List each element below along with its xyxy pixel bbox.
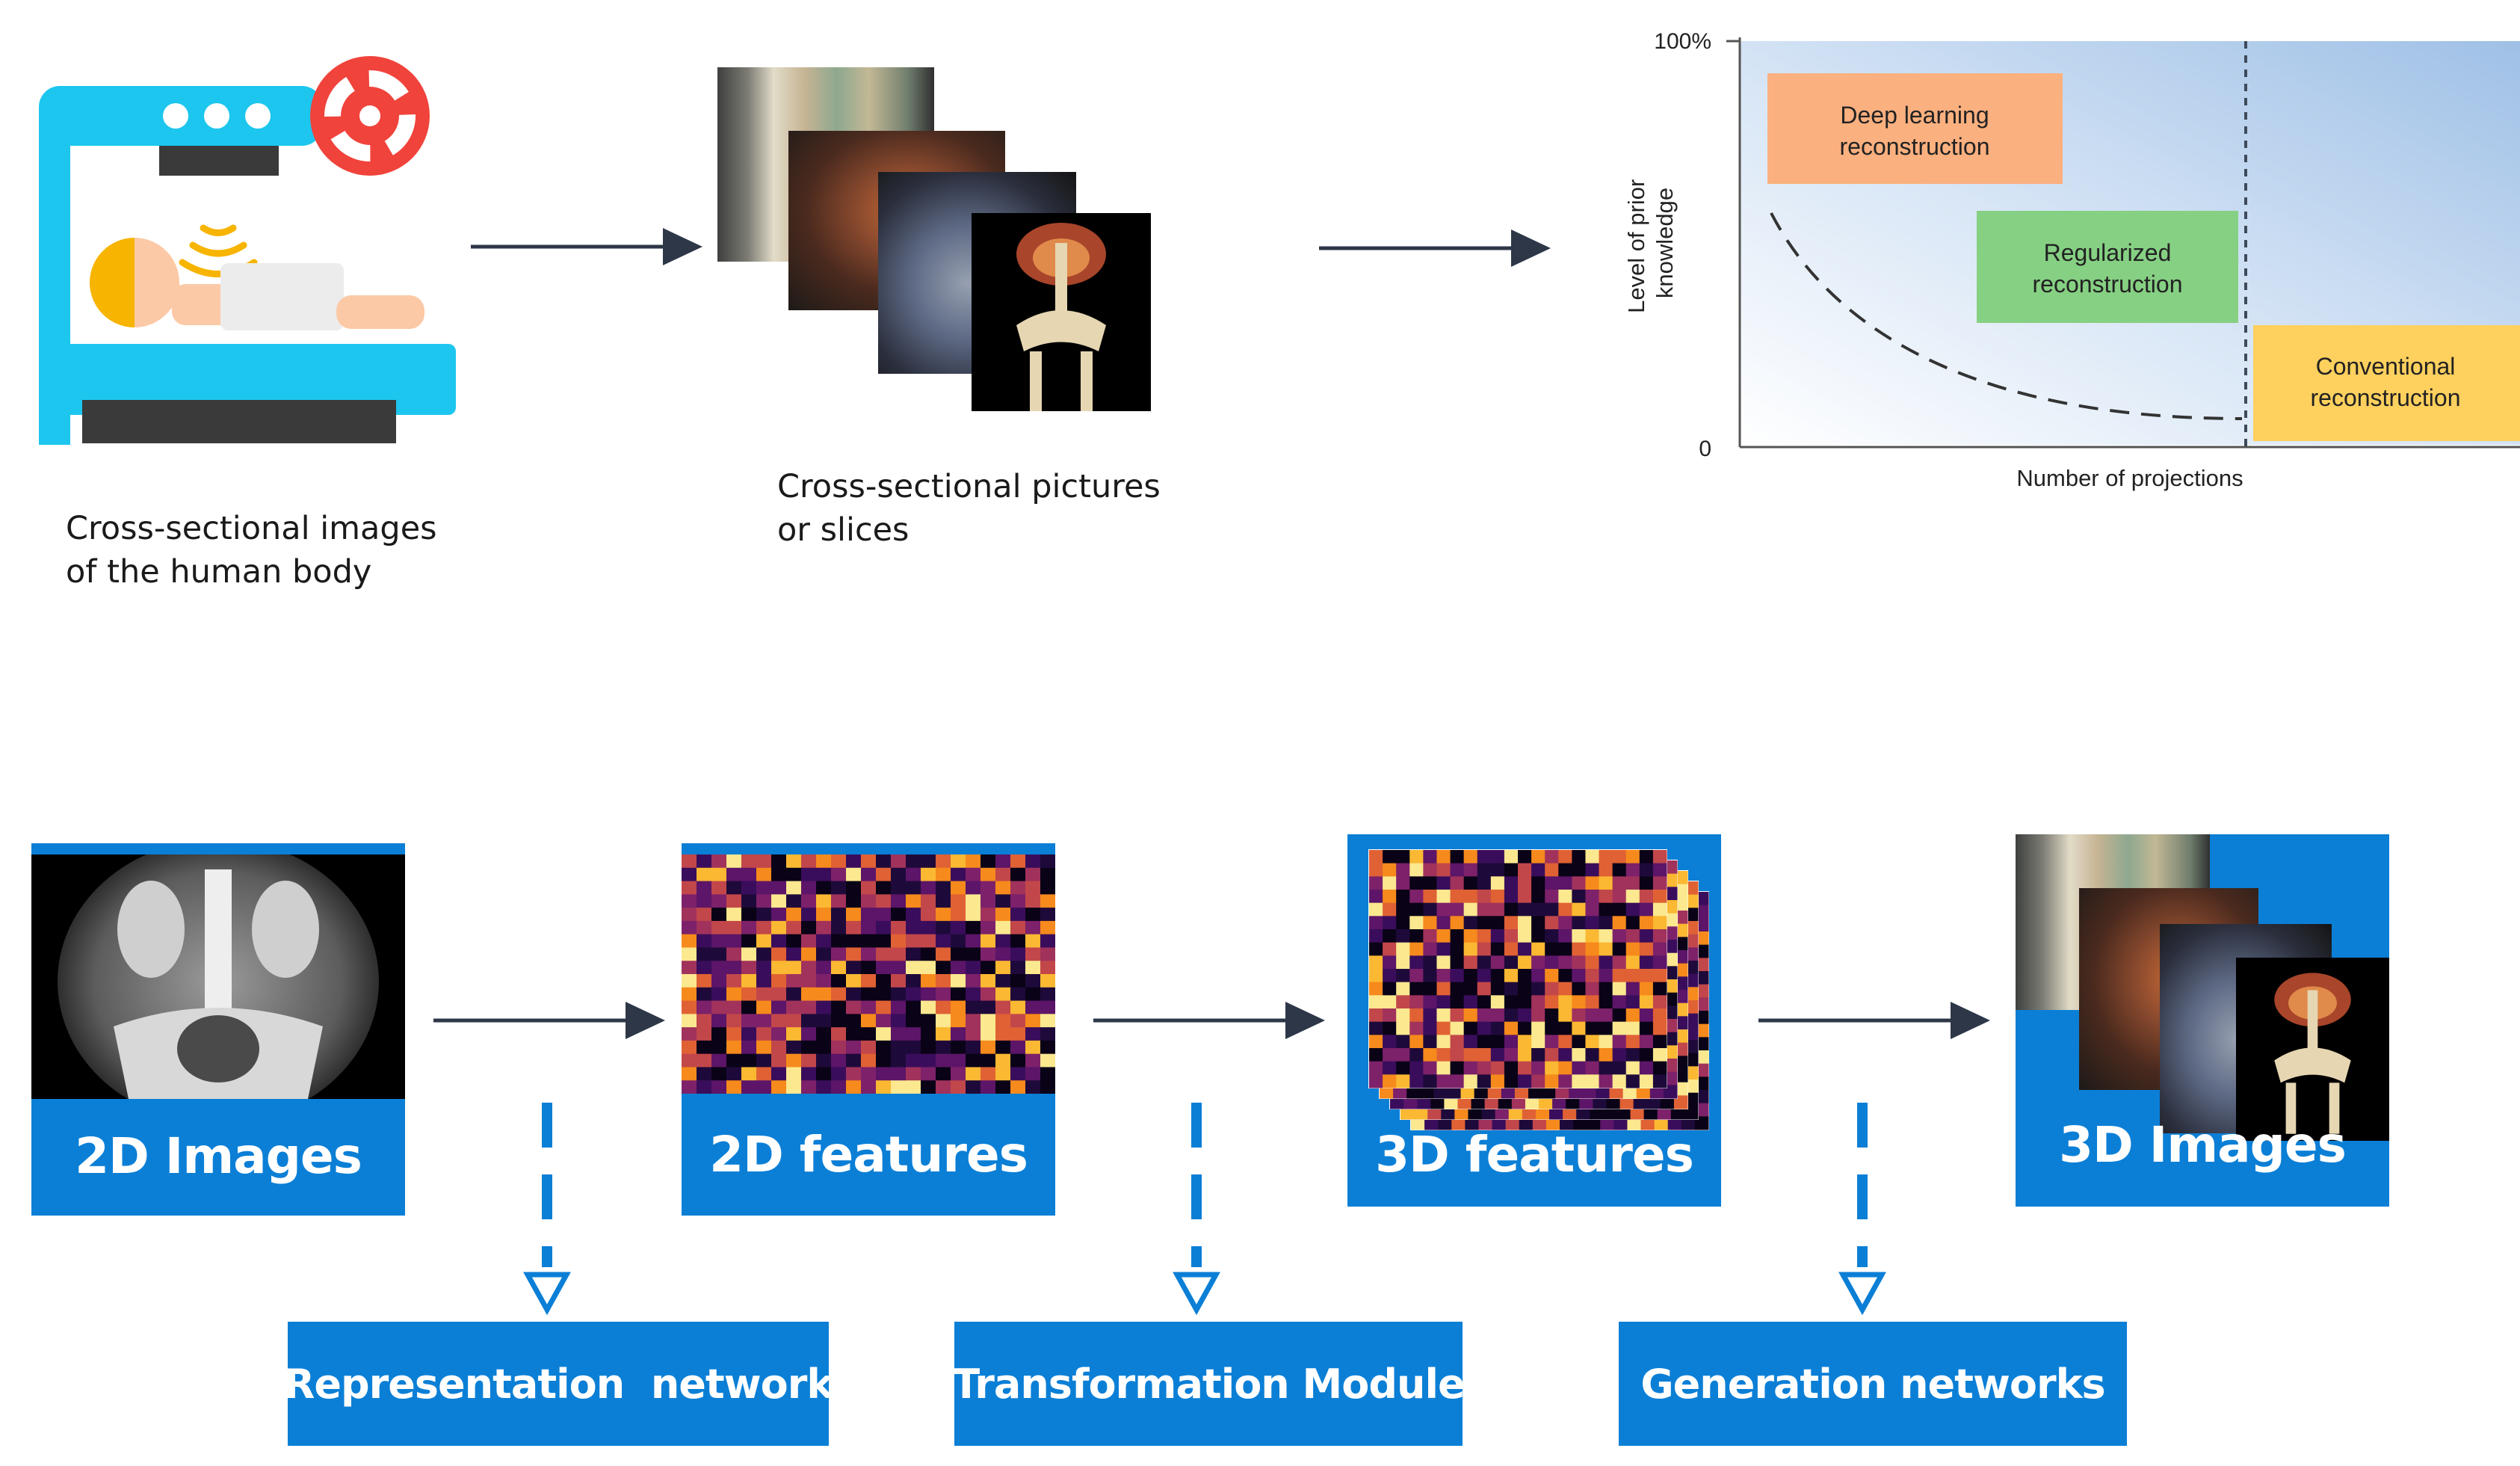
stage-2d-images: 2D Images [31, 843, 405, 1216]
generation-networks-box: Generation networks [1619, 1322, 2127, 1446]
ct-scanner-illustration [39, 56, 456, 445]
representation-network-box: Representation network [284, 1322, 833, 1446]
y-axis-label-line-2: knowledge [1652, 188, 1678, 298]
arrow-3d-features-to-3d-images [1758, 1002, 1990, 1039]
stage-3d-features-label: 3D features [1375, 1126, 1694, 1183]
region-conventional-label-1: Conventional [2316, 353, 2456, 380]
stage-2d-features-label: 2D features [709, 1126, 1028, 1183]
stage-3d-images: 3D Images [2016, 834, 2389, 1207]
output-skeleton-render [2274, 973, 2351, 1134]
feature-map-2d [682, 854, 1055, 1094]
stage-3d-images-label: 3D Images [2059, 1116, 2347, 1174]
output-slice-4 [2236, 958, 2389, 1141]
dashed-arrow-transformation [1173, 1103, 1220, 1316]
y-axis-label: Level of prior knowledge [1623, 173, 1678, 313]
coronal-ct-image [31, 854, 405, 1099]
slice-image-4 [972, 213, 1151, 411]
region-regularized-label-1: Regularized [2044, 239, 2172, 266]
y-tick-label-100: 100% [1654, 29, 1711, 54]
feature-volume-layer [1368, 849, 1667, 1088]
region-conventional-label-2: reconstruction [2311, 384, 2461, 411]
dashed-arrow-representation [523, 1103, 571, 1316]
transformation-module-box: Transformation Module [952, 1322, 1466, 1446]
y-tick-label-0: 0 [1699, 437, 1711, 461]
reconstruction-chart: 100% 0 Deep learning reconstruction Regu… [1623, 29, 2520, 491]
feature-map-2d-cells [682, 854, 1055, 1094]
y-axis-label-line-1: Level of prior [1623, 179, 1649, 313]
ct-slice-stack [717, 67, 1151, 411]
patient-figure [90, 238, 424, 330]
skeleton-render [1016, 223, 1106, 411]
dashed-arrow-generation [1838, 1103, 1886, 1316]
feature-volume-3d [1368, 849, 1709, 1130]
region-deep-learning-label-2: reconstruction [1840, 133, 1990, 160]
region-regularized [1977, 211, 2238, 323]
arrow-scanner-to-slices [471, 228, 702, 265]
arrow-slices-to-chart [1319, 230, 1551, 267]
region-deep-learning-label-1: Deep learning [1840, 102, 1989, 129]
stage-3d-features: 3D features [1347, 834, 1721, 1207]
arrow-2d-images-to-2d-features [433, 1002, 665, 1039]
arrow-2d-features-to-3d-features [1093, 1002, 1325, 1039]
region-conventional [2253, 325, 2520, 441]
x-axis-label: Number of projections [2016, 465, 2243, 491]
caption-cross-sectional-pictures: Cross-sectional pictures or slices [777, 468, 1161, 549]
caption-cross-sectional-images: Cross-sectional images of the human body [66, 510, 437, 591]
coronal-ct-render [58, 854, 379, 1099]
region-regularized-label-2: reconstruction [2033, 271, 2183, 298]
stage-2d-features: 2D features [682, 843, 1055, 1216]
scanner-bed [52, 344, 456, 443]
beacon-icon [310, 56, 430, 176]
region-deep-learning [1767, 73, 2063, 184]
stage-2d-images-label: 2D Images [75, 1127, 362, 1185]
